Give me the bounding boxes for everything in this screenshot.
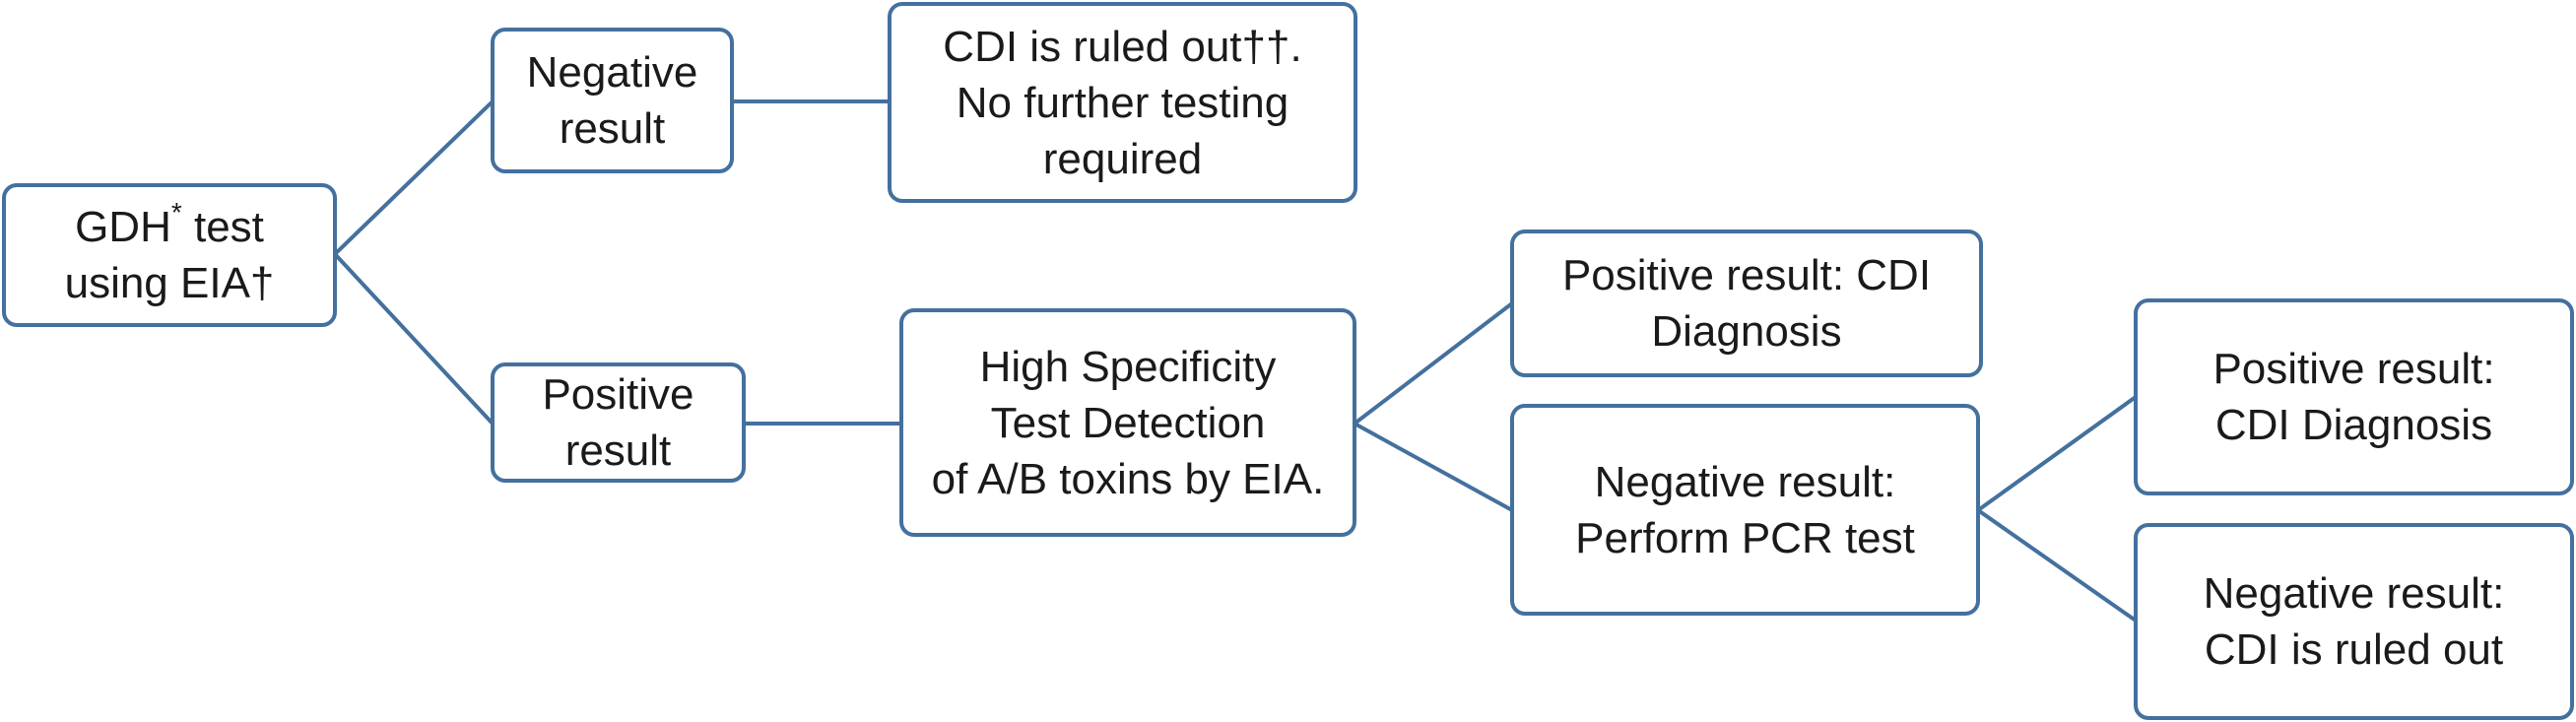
positive-cdi-diagnosis-box: Positive result: CDI Diagnosis	[1510, 230, 1983, 377]
gdh-method-label: using EIA†	[64, 259, 275, 307]
pcr-negative-line-2: CDI is ruled out	[2204, 625, 2504, 674]
pcr-positive-line-1: Positive result:	[2213, 345, 2495, 393]
connector-gdh-positive	[333, 252, 495, 426]
negative-perform-pcr-box: Negative result: Perform PCR test	[1510, 404, 1980, 616]
connector-pcr-positive-cdi	[1976, 395, 2138, 512]
cdi-ruled-out-box: CDI is ruled out††. No further testing r…	[888, 2, 1357, 203]
connector-toxin-positive-cdi	[1353, 301, 1514, 426]
toxin-test-box: High Specificity Test Detection of A/B t…	[899, 308, 1356, 537]
negative-result-line-2: result	[559, 104, 666, 153]
gdh-asterisk: *	[170, 197, 182, 229]
ruled-out-line-3: required	[1042, 134, 1203, 183]
positive-result-line-2: result	[564, 427, 672, 475]
ruled-out-line-1: CDI is ruled out††.	[943, 22, 1302, 71]
gdh-test-box: GDH* test using EIA†	[2, 183, 337, 327]
negative-result-box: Negative result	[491, 28, 734, 173]
gdh-test-label: test	[181, 203, 264, 251]
toxin-line-3: of A/B toxins by EIA.	[931, 454, 1325, 503]
pcr-positive-line-2: CDI Diagnosis	[2214, 401, 2493, 449]
pcr-negative-ruled-out-box: Negative result: CDI is ruled out	[2134, 523, 2574, 720]
toxin-line-1: High Specificity	[979, 342, 1277, 391]
positive-result-box: Positive result	[491, 362, 746, 483]
gdh-label: GDH	[75, 203, 171, 251]
toxin-line-2: Test Detection	[990, 398, 1266, 447]
pcr-positive-cdi-diagnosis-box: Positive result: CDI Diagnosis	[2134, 298, 2574, 495]
pcr-negative-line-1: Negative result:	[2203, 569, 2505, 618]
positive-cdi-line-2: Diagnosis	[1651, 307, 1842, 356]
positive-cdi-line-1: Positive result: CDI	[1561, 251, 1932, 299]
negative-result-line-1: Negative	[526, 48, 698, 97]
positive-result-line-1: Positive	[542, 370, 694, 419]
ruled-out-line-2: No further testing	[956, 78, 1289, 127]
negative-pcr-line-2: Perform PCR test	[1575, 513, 1915, 562]
connector-pcr-negative-ruled-out	[1976, 508, 2138, 623]
negative-pcr-line-1: Negative result:	[1594, 457, 1896, 506]
connector-gdh-negative	[333, 99, 495, 256]
connector-toxin-negative-pcr	[1354, 422, 1513, 512]
